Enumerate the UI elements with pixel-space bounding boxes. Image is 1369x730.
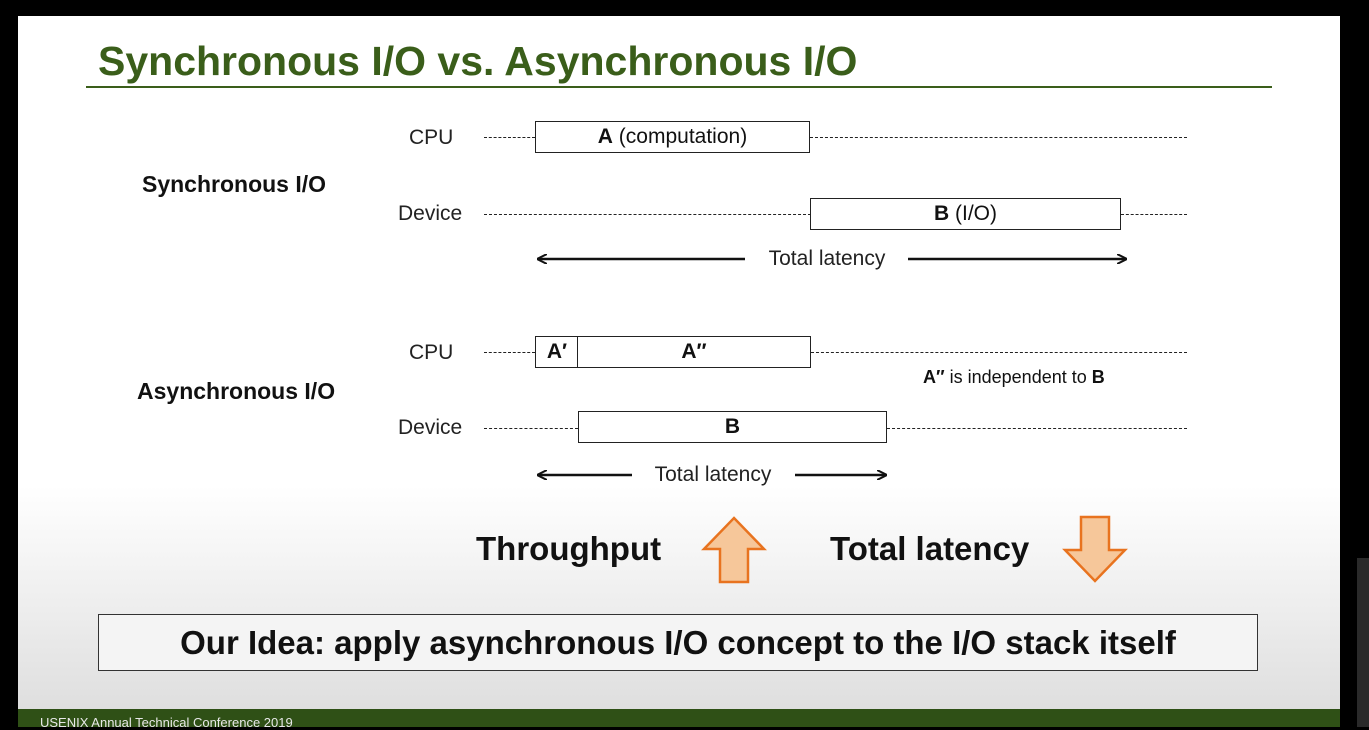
- async-device-block-b: B: [578, 411, 887, 443]
- sync-cpu-block-text: (computation): [612, 125, 748, 148]
- sync-device-idle-after: [1121, 214, 1187, 215]
- sync-cpu-block-bold: A: [597, 125, 613, 148]
- sync-cpu-block-a: A (computation): [535, 121, 810, 153]
- async-cpu-idle-before: [484, 352, 535, 353]
- async-device-idle-before: [484, 428, 578, 429]
- async-device-idle-after: [887, 428, 1187, 429]
- total-latency-label: Total latency: [830, 530, 1030, 567]
- note-b: B: [1091, 367, 1105, 387]
- sync-device-block-bold: B: [934, 202, 950, 225]
- throughput-label: Throughput: [476, 530, 662, 567]
- slide-title: Synchronous I/O vs. Asynchronous I/O: [98, 38, 858, 84]
- sync-device-idle-before: [484, 214, 811, 215]
- note-a-double-prime: A″: [923, 367, 945, 387]
- sync-cpu-label: CPU: [409, 126, 454, 149]
- independence-note: A″ is independent to B: [923, 367, 1105, 388]
- async-cpu-label: CPU: [409, 341, 454, 364]
- sync-total-latency: Total latency: [768, 247, 886, 270]
- async-cpu-block-a-double-prime: A″: [577, 336, 811, 368]
- sync-device-block-text: (I/O): [949, 202, 997, 225]
- throughput-up-arrow-icon: [701, 516, 767, 584]
- async-total-latency: Total latency: [654, 463, 772, 486]
- async-cpu-block-a-prime: A′: [535, 336, 579, 368]
- sync-cpu-idle-before: [484, 137, 535, 138]
- sync-device-block-b: B (I/O): [810, 198, 1121, 230]
- async-section-label: Asynchronous I/O: [137, 378, 336, 404]
- sync-section-label: Synchronous I/O: [142, 171, 327, 197]
- footer-bar: [18, 709, 1340, 727]
- async-cpu-idle-after: [811, 352, 1187, 353]
- async-device-label: Device: [398, 416, 463, 439]
- our-idea-box: Our Idea: apply asynchronous I/O concept…: [98, 614, 1258, 671]
- title-underline: [86, 86, 1272, 88]
- side-strip: [1357, 558, 1369, 727]
- note-text: is independent to: [944, 367, 1092, 387]
- footer-text: USENIX Annual Technical Conference 2019: [40, 715, 293, 730]
- sync-device-label: Device: [398, 202, 463, 225]
- sync-cpu-idle-after: [810, 137, 1187, 138]
- latency-down-arrow-icon: [1062, 515, 1128, 583]
